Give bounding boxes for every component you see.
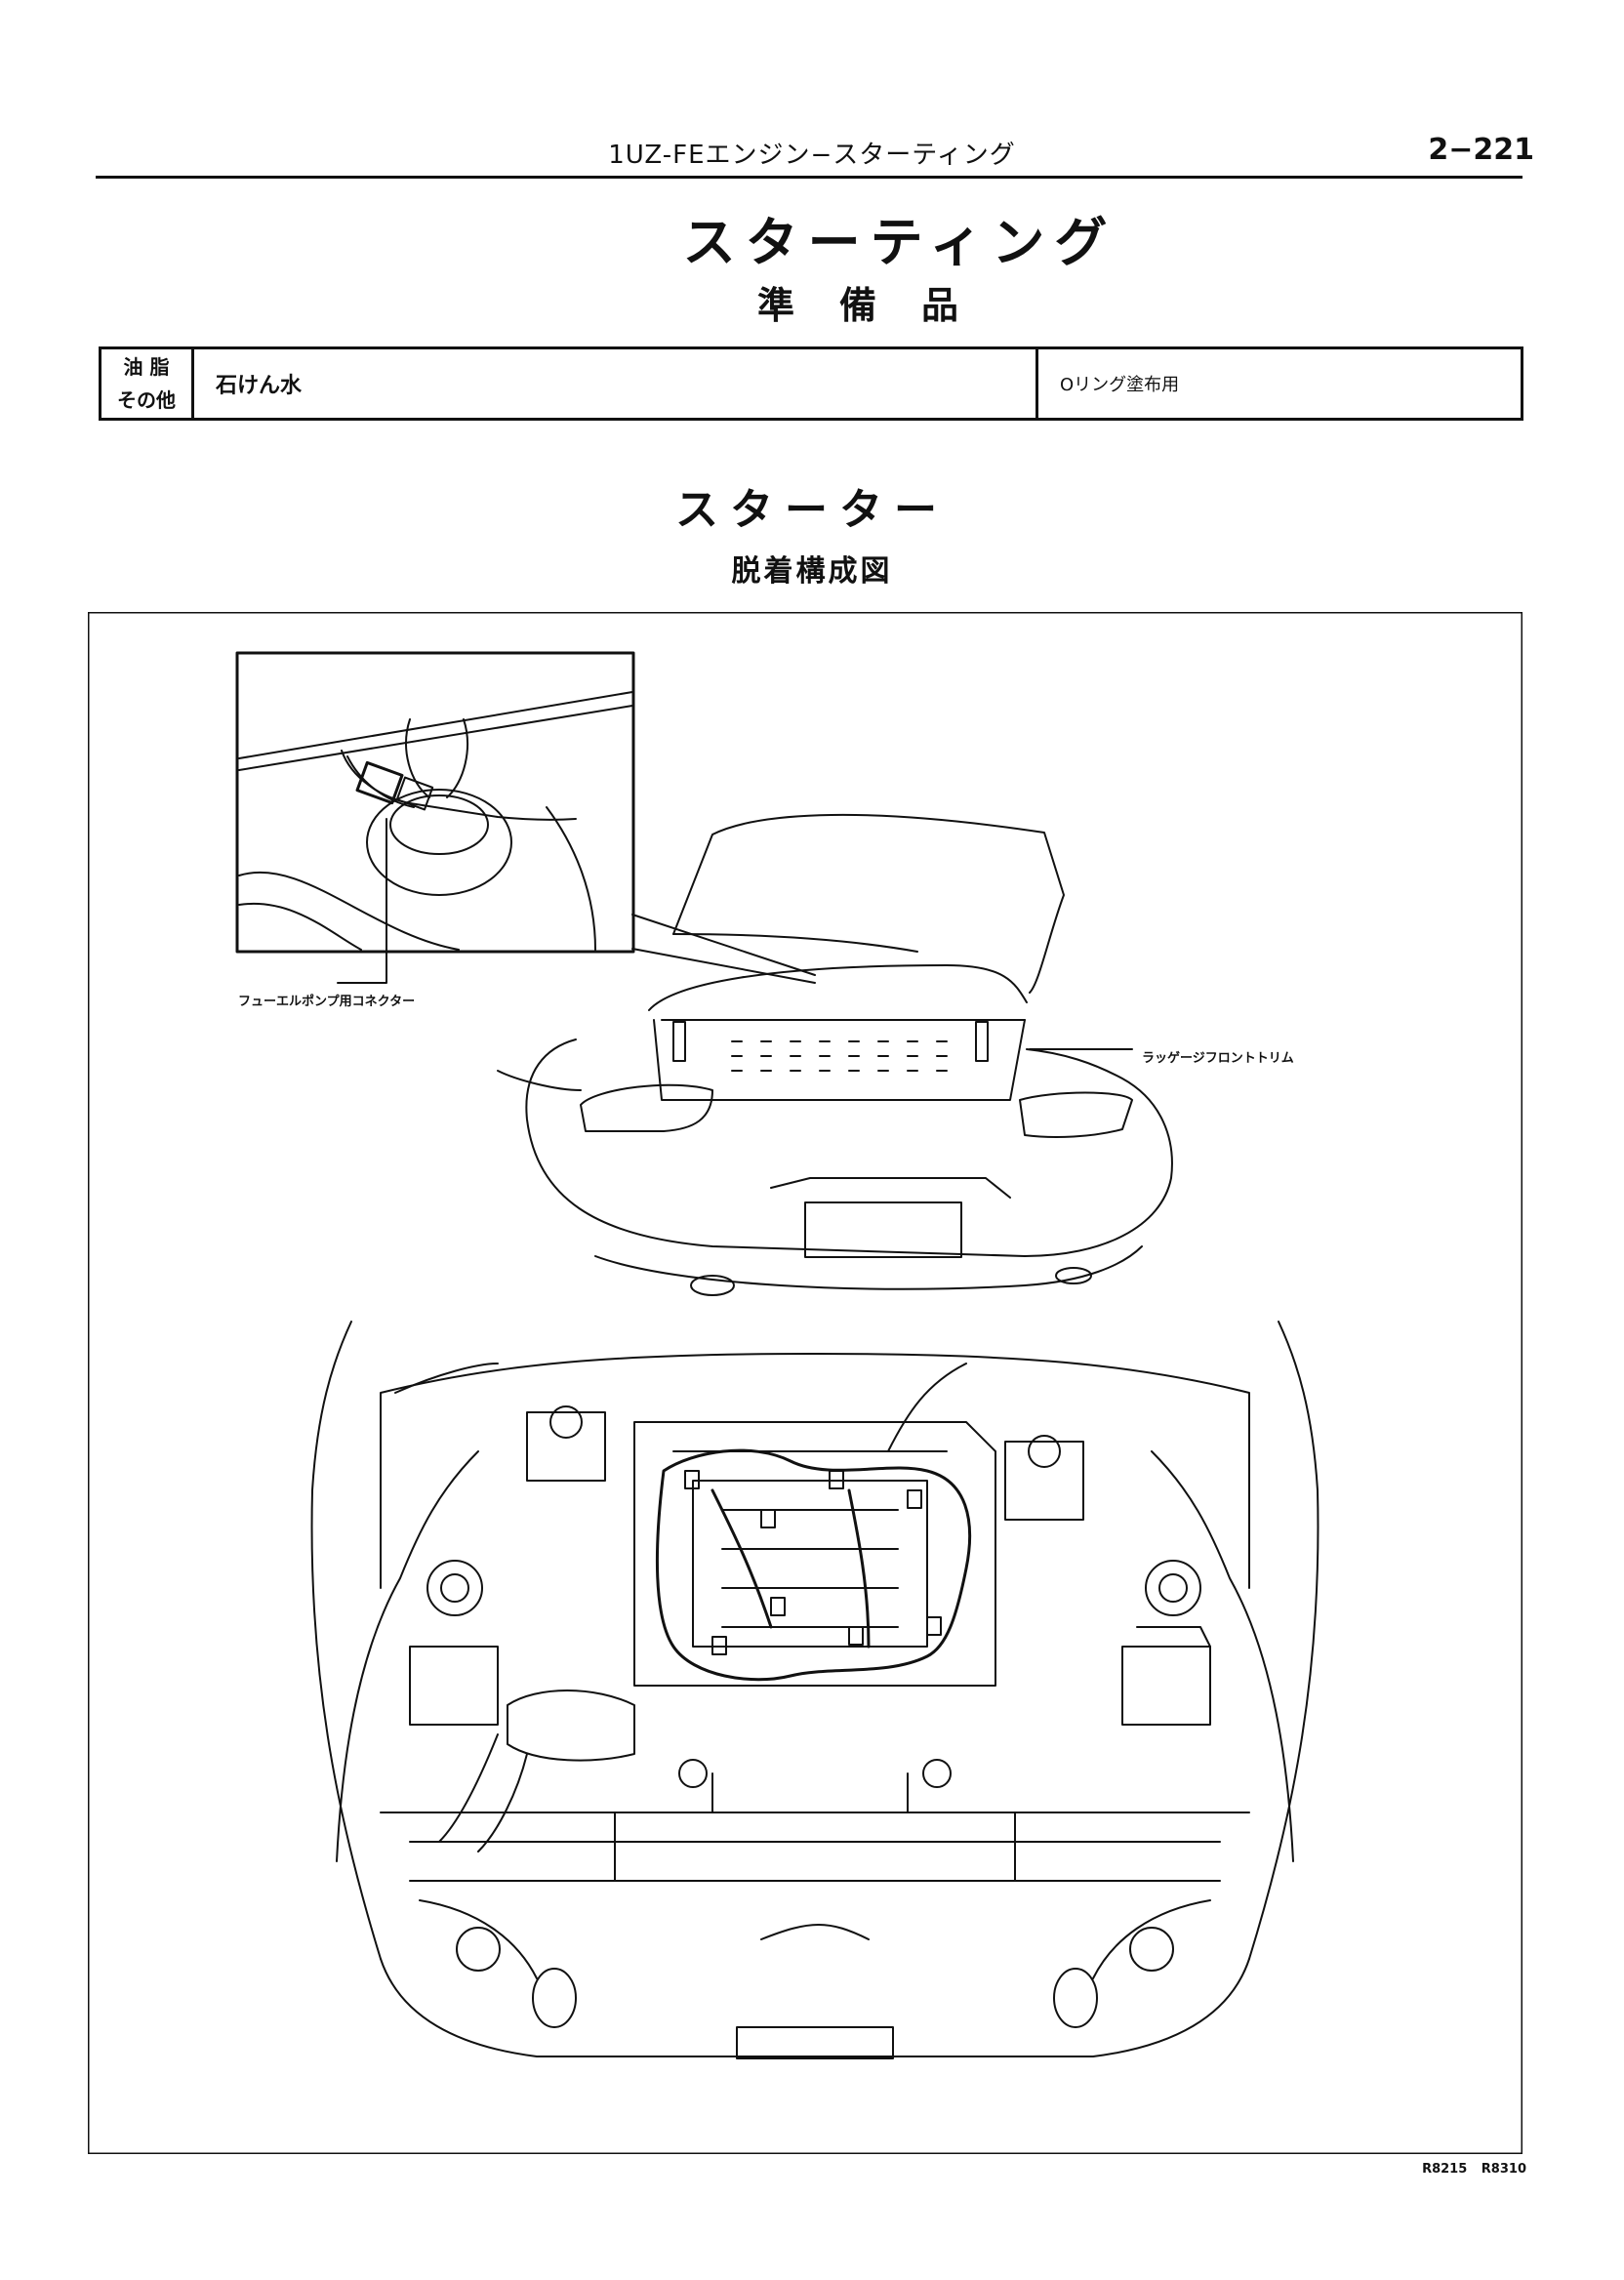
section-title: スターティング xyxy=(682,212,1117,273)
usage-cell: Oリング塗布用 xyxy=(1035,346,1523,421)
diagram-frame xyxy=(88,612,1522,2154)
luggage-trim-label: ラッゲージフロントトリム xyxy=(1142,1051,1294,1066)
page-number: 2−221 xyxy=(1428,133,1534,167)
header-rule xyxy=(96,176,1522,179)
category-line-2: その他 xyxy=(117,388,176,412)
rear-car-view xyxy=(497,813,1173,1296)
category-line-1: 油 脂 xyxy=(123,355,170,379)
category-cell: 油 脂 その他 xyxy=(99,346,194,421)
component-title: スターター xyxy=(675,485,949,535)
inset-pointer xyxy=(631,914,816,976)
engine-compartment-view xyxy=(310,1321,1320,2059)
prep-title: 準備品 xyxy=(756,284,1003,327)
connector-detail-inset xyxy=(235,651,635,984)
header-title: 1UZ-FEエンジン−スターティング xyxy=(608,141,1016,170)
fuel-pump-connector-label: フューエルポンプ用コネクター xyxy=(238,995,416,1009)
figure-codes: R8215 R8310 xyxy=(1422,2162,1526,2177)
material-cell: 石けん水 xyxy=(191,346,1038,421)
prep-table: 油 脂 その他 石けん水 Oリング塗布用 xyxy=(99,346,1523,421)
removal-diagram xyxy=(88,612,1522,2154)
diagram-title: 脱着構成図 xyxy=(731,554,893,589)
